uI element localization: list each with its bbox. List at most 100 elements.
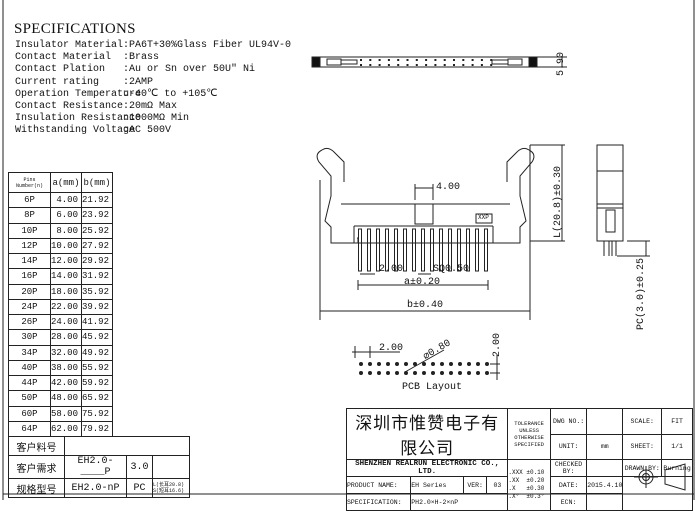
pcb-hole	[404, 371, 408, 375]
pcb-hole	[431, 371, 435, 375]
dim-pitch: 2.00	[379, 264, 404, 275]
spec-label: Contact Material	[15, 52, 112, 64]
contact-dot	[490, 59, 493, 61]
header-pins: Pins Number(n)	[8, 172, 51, 193]
pins-cell: 44P	[8, 374, 51, 392]
pcb-hole	[449, 371, 453, 375]
b-cell: 55.92	[80, 359, 114, 377]
contact-dot	[471, 64, 474, 66]
contact-dot	[397, 59, 400, 61]
contact-dot	[415, 59, 418, 61]
pcb-hole	[386, 371, 390, 375]
contact-dot	[406, 59, 409, 61]
date: 2015.4.10	[586, 476, 624, 494]
sheet: 1/1	[661, 433, 693, 460]
b-cell: 59.92	[80, 374, 114, 392]
spec-row: Insulator Material:PA6T+30%Glass Fiber U…	[15, 40, 291, 52]
contact-dot	[406, 64, 409, 66]
contact-dot	[387, 64, 390, 66]
b-cell: 79.92	[80, 420, 114, 438]
contact-dot	[471, 59, 474, 61]
pin	[439, 228, 443, 272]
pcb-hole	[395, 362, 399, 366]
pins-cell: 16P	[8, 268, 51, 285]
pcb-hole	[467, 371, 471, 375]
ecn	[586, 493, 624, 511]
pcb-hole	[485, 362, 489, 366]
pin	[412, 228, 416, 272]
a-cell: 18.00	[49, 283, 82, 300]
pin	[448, 228, 452, 272]
pcb-hole	[377, 362, 381, 366]
specifications-title: SPECIFICATIONS	[14, 21, 136, 37]
pcb-hole	[431, 362, 435, 366]
a-cell: 62.00	[49, 420, 82, 438]
drawn-by-label: DRAWN BY:	[622, 459, 663, 477]
spec-label: Contact Plation	[15, 64, 106, 76]
a-cell: 38.00	[49, 359, 82, 377]
ecn-label: ECN:	[549, 493, 588, 511]
pin-count-marker: XXP	[478, 214, 489, 221]
contact-dot	[387, 59, 390, 61]
spec-value: :AC 500V	[123, 125, 172, 137]
header-b: b(mm)	[80, 172, 114, 193]
a-cell: 6.00	[49, 207, 82, 224]
date-label: DATE:	[549, 476, 588, 494]
b-cell: 23.92	[80, 207, 114, 224]
pcb-hole	[458, 371, 462, 375]
pin	[457, 228, 461, 272]
a-cell: 14.00	[49, 268, 82, 285]
pcb-hole	[422, 362, 426, 366]
scale: FIT	[661, 408, 693, 435]
front-view	[316, 144, 565, 320]
pin	[358, 228, 362, 272]
pcb-hole	[422, 371, 426, 375]
spec-label: Current rating	[15, 76, 100, 88]
contact-dot	[462, 59, 465, 61]
pcb-hole	[395, 371, 399, 375]
pin	[475, 228, 479, 272]
checked-by	[586, 459, 624, 477]
unit: mm	[586, 433, 624, 460]
top-view-contacts	[360, 59, 493, 66]
a-cell: 24.00	[49, 313, 82, 331]
contact-dot	[360, 59, 362, 61]
pcb-hole	[440, 371, 444, 375]
requirement-length: 3.0	[126, 455, 153, 479]
b-cell: 21.92	[80, 191, 114, 209]
pcb-hole	[485, 371, 489, 375]
tolerance-angle: .X° ±0.3°	[508, 493, 545, 500]
header-a: a(mm)	[49, 172, 82, 193]
spec-row: Contact Plation:Au or Sn over 50U" Ni	[15, 64, 255, 76]
pcb-hole	[359, 362, 363, 366]
pin	[484, 228, 488, 272]
model-note-1: L(长耳20.8)	[153, 482, 185, 488]
pcb-hole	[377, 371, 381, 375]
dim-pin-square: SQ0.50	[433, 264, 470, 275]
contact-dot	[490, 64, 493, 66]
contact-dot	[369, 64, 372, 66]
company-name-cn: 深圳市惟赞电子有限公司	[345, 408, 509, 460]
model-label: 规格型号	[8, 478, 65, 498]
spec-label: Insulator Material	[15, 40, 124, 51]
b-cell: 35.92	[80, 283, 114, 300]
spec-value: :20mΩ Max	[123, 101, 178, 112]
sheet-label: SHEET:	[622, 433, 663, 460]
pin	[466, 228, 470, 272]
dim-pin-length: PC(3.0)±0.25	[636, 257, 647, 330]
company-name-en: SHENZHEN REALRUN ELECTRONIC CO., LTD.	[345, 459, 509, 477]
ver: 03	[486, 476, 509, 494]
a-cell: 32.00	[49, 344, 82, 361]
spec-label: Contact Resistance	[15, 101, 124, 112]
